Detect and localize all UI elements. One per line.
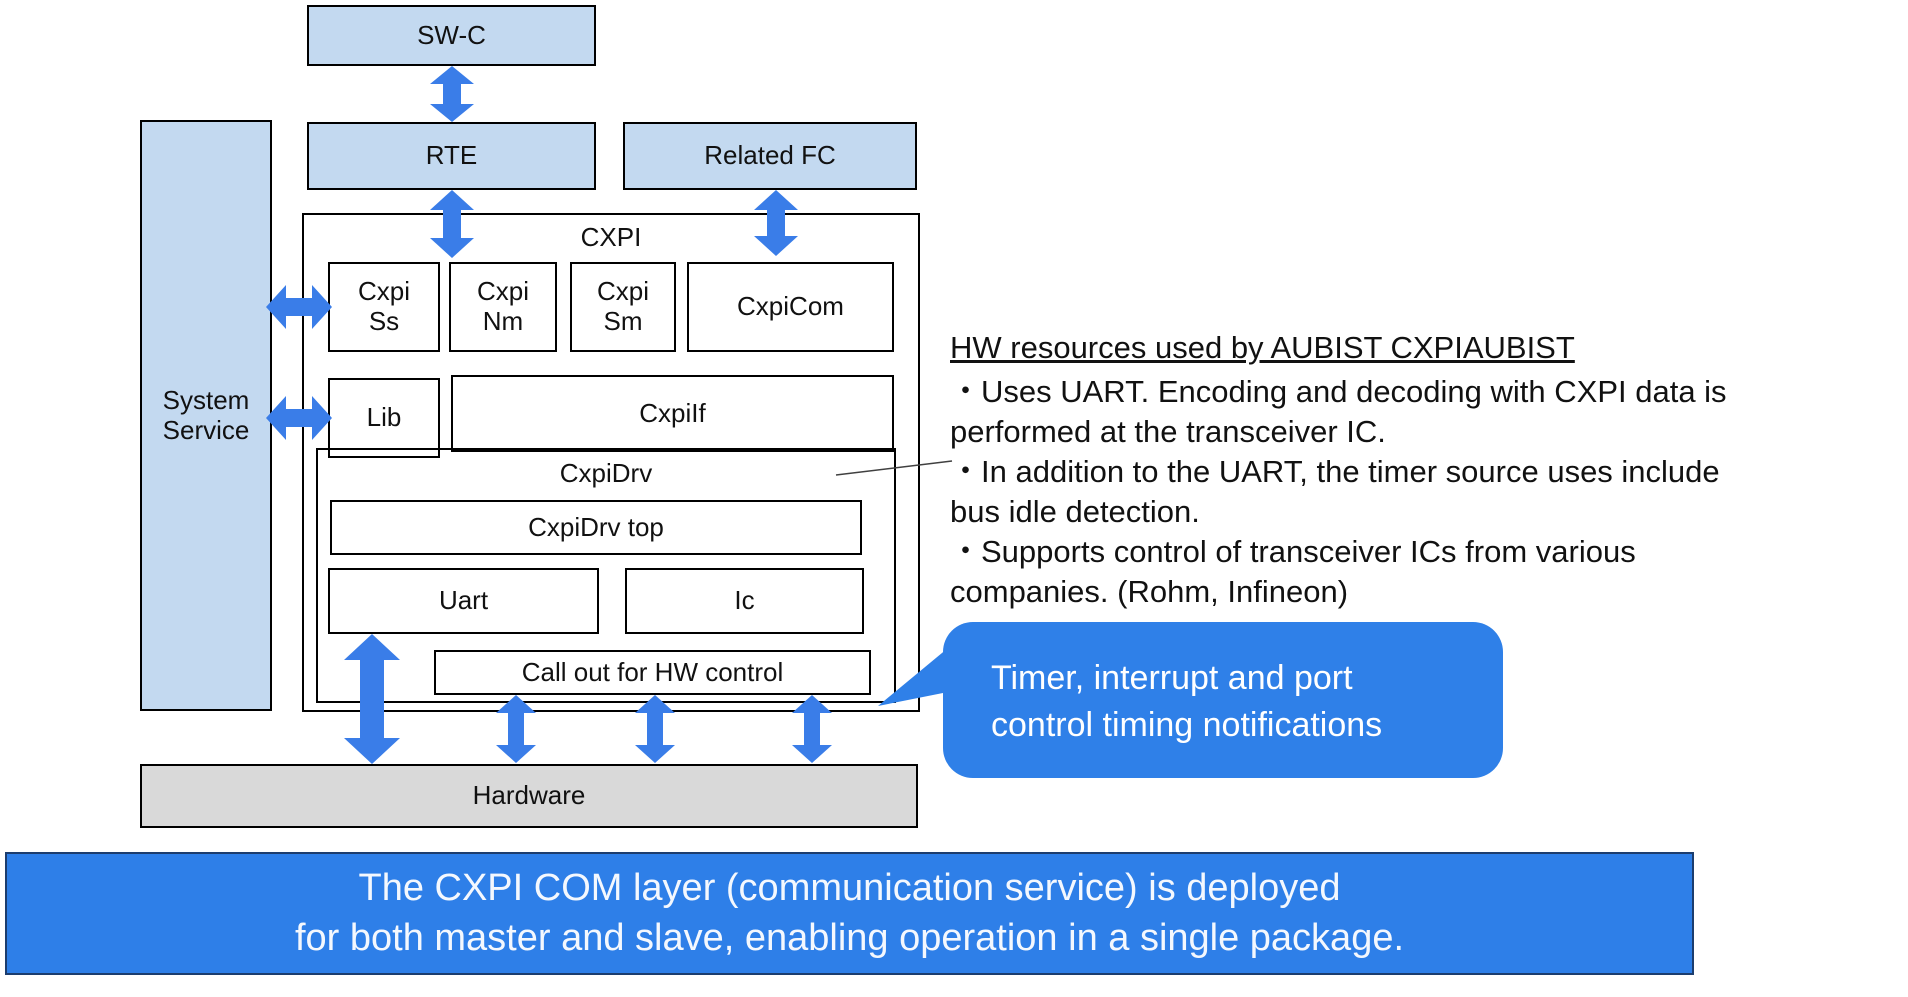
- cxpi-sm-box: Cxpi Sm: [570, 262, 676, 352]
- cxpi-ss-box: Cxpi Ss: [328, 262, 440, 352]
- hardware-box: Hardware: [140, 764, 918, 828]
- cxpidrv-label: CxpiDrv: [559, 458, 653, 488]
- arrow-systemservice-cxpiss: [266, 285, 332, 329]
- cxpi-ss-line2: Ss: [368, 306, 400, 336]
- side-note-line: performed at the transceiver IC.: [950, 414, 1386, 449]
- cxpi-ss-line1: Cxpi: [357, 276, 410, 307]
- cxpidrv-container: [316, 448, 896, 703]
- callout-bubble: Timer, interrupt and port control timing…: [943, 622, 1503, 778]
- arrow-systemservice-lib: [266, 396, 332, 440]
- cxpi-sm-line1: Cxpi: [596, 276, 649, 307]
- side-note-line: companies. (Rohm, Infineon): [950, 574, 1349, 609]
- arrow-callout-hardware-1: [496, 695, 536, 763]
- swc-box: SW-C: [307, 5, 596, 66]
- side-note-line: bus idle detection.: [950, 494, 1200, 529]
- callout-line2: control timing notifications: [991, 706, 1383, 744]
- lib-box: Lib: [328, 378, 440, 458]
- side-note: HW resources used by AUBIST CXPIAUBIST ・…: [950, 330, 1908, 612]
- summary-banner: The CXPI COM layer (communication servic…: [5, 852, 1694, 975]
- cxpi-container: [302, 213, 920, 712]
- banner-line1: The CXPI COM layer (communication servic…: [358, 867, 1341, 909]
- cxpi-nm-box: Cxpi Nm: [449, 262, 557, 352]
- side-note-line: ・Supports control of transceiver ICs fro…: [950, 534, 1636, 569]
- ic-box: Ic: [625, 568, 864, 634]
- related-fc-box: Related FC: [623, 122, 917, 190]
- arrow-swc-rte: [430, 66, 474, 122]
- arrow-callout-hardware-2: [635, 695, 675, 763]
- arrow-relatedfc-cxpicom: [754, 190, 798, 256]
- cxpiif-box: CxpiIf: [451, 375, 894, 452]
- arrow-uart-hardware: [344, 634, 400, 764]
- cxpi-sm-line2: Sm: [603, 306, 643, 336]
- cxpi-nm-line1: Cxpi: [476, 276, 529, 307]
- cxpidrv-top-box: CxpiDrv top: [330, 500, 862, 555]
- system-service-box: System Service: [140, 120, 272, 711]
- cxpicom-box: CxpiCom: [687, 262, 894, 352]
- call-out-hw-box: Call out for HW control: [434, 650, 871, 695]
- uart-box: Uart: [328, 568, 599, 634]
- arrow-rte-cxpi: [430, 190, 474, 258]
- callout-line1: Timer, interrupt and port: [991, 659, 1353, 697]
- cxpi-nm-line2: Nm: [482, 306, 524, 336]
- side-note-heading: HW resources used by AUBIST CXPIAUBIST: [950, 330, 1575, 365]
- callout-tail: [878, 648, 948, 706]
- side-note-line: ・Uses UART. Encoding and decoding with C…: [950, 374, 1727, 409]
- arrow-callout-hardware-3: [792, 695, 832, 763]
- rte-box: RTE: [307, 122, 596, 190]
- cxpi-label: CXPI: [580, 222, 642, 252]
- side-note-line: ・In addition to the UART, the timer sour…: [950, 454, 1720, 489]
- leader-line: [835, 460, 953, 476]
- banner-line2: for both master and slave, enabling oper…: [294, 917, 1405, 959]
